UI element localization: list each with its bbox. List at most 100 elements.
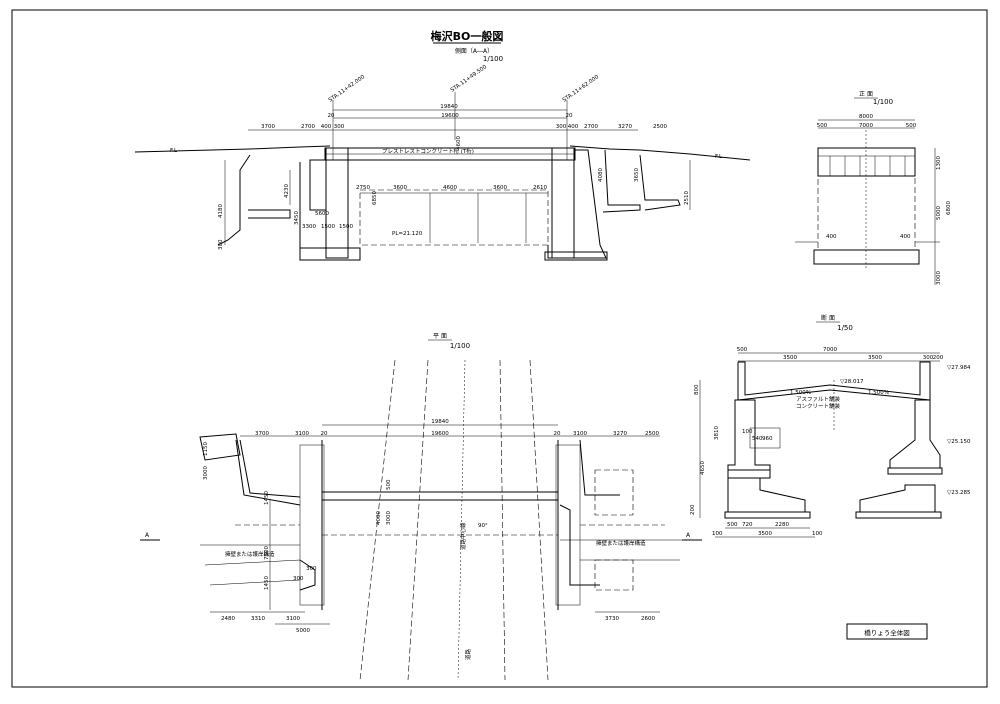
elev-label: ▽28.017	[840, 379, 864, 385]
elev-label: ▽25.150	[947, 439, 971, 445]
station-label: STA.11+42.000	[328, 74, 367, 104]
section-mark-left: A	[145, 532, 150, 539]
ground-line-right	[569, 145, 751, 161]
right-abutment	[551, 147, 575, 259]
culvert-box	[359, 189, 549, 246]
dim-label: 2500	[653, 124, 667, 130]
dim-label: 1150	[203, 442, 209, 456]
station-label: STA.11+62.000	[562, 74, 601, 104]
pavement-label: コンクリート舗装	[796, 402, 841, 410]
dim-label: 1450	[264, 491, 270, 505]
front-footing	[813, 249, 920, 265]
dim-label: 5000	[296, 628, 310, 634]
station-markers: STA.11+42.000 STA.11+49.500 STA.11+62.00…	[328, 64, 601, 160]
dim-label: 4650	[700, 461, 706, 475]
dim-label: 20	[321, 431, 328, 437]
plan-view-scale: 1/100	[450, 342, 470, 350]
dim-label: 2500	[645, 431, 659, 437]
sheet-border	[11, 9, 988, 688]
dim-label: 3000	[936, 271, 942, 285]
station-label: STA.11+49.500	[450, 64, 489, 94]
pl-label: PL=21.120	[392, 231, 423, 237]
dim-label: 3700	[261, 124, 275, 130]
dim-label: 300	[556, 124, 567, 130]
fl-right: F.L	[715, 154, 723, 160]
section-view-title: 断 面	[821, 314, 835, 322]
right-approach	[602, 149, 641, 213]
section-slab	[737, 361, 931, 401]
fl-left: F.L	[170, 148, 178, 154]
dim-label: 3810	[714, 426, 720, 440]
dim-label: 300	[306, 566, 317, 572]
dim-label: 3000	[386, 511, 392, 525]
dim-label: 4600	[443, 185, 457, 191]
dim-label: 1300	[936, 156, 942, 170]
front-view: 正 面 1/100 8000 500 7000 500 400 400 1300…	[795, 91, 952, 285]
side-view-scale: 1/100	[483, 55, 503, 63]
dim-label: 300	[293, 576, 304, 582]
plan-view: 平 面 1/100 道路中心線 道路 90° 19840 3700 3100 2…	[140, 333, 702, 681]
front-deck	[817, 147, 916, 177]
dim-label: 540	[752, 436, 763, 442]
dim-label: 20	[566, 113, 573, 119]
dim-label: 3500	[868, 355, 882, 361]
dim-label: 500	[727, 522, 738, 528]
dim-label: 500	[386, 479, 392, 490]
dim-label: 960	[762, 436, 773, 442]
dim-label: 500	[737, 347, 748, 353]
dim-label: 2480	[221, 616, 235, 622]
front-view-title: 正 面	[859, 91, 873, 98]
dim-label: 3730	[605, 616, 619, 622]
section-left-footing	[727, 477, 806, 513]
dim-label: 7000	[823, 347, 837, 353]
dim-label: 2510	[684, 191, 690, 205]
side-view: 側面（A―A） 1/100 STA.11+42.000 STA.11+49.50…	[134, 47, 751, 261]
dim-label: 2700	[584, 124, 598, 130]
section-mark-right: A	[686, 532, 691, 539]
dim-label: 20	[328, 113, 335, 119]
left-approach	[217, 154, 251, 246]
road-lane	[529, 359, 549, 681]
dim-label: 500	[906, 123, 917, 129]
dim-label: 4600	[456, 136, 462, 150]
slope-right: 1.500%	[868, 390, 889, 396]
dim-label: 1450	[264, 576, 270, 590]
road-lane	[499, 359, 506, 681]
section-view: 断 面 1/50 500 7000 3500 3500 300 200 1.50…	[690, 314, 971, 538]
pavement-label: アスファルト舗装	[796, 395, 841, 403]
dim-label: 19600	[441, 113, 459, 119]
side-view-title: 側面（A―A）	[455, 47, 493, 55]
dim-label: 400	[826, 234, 837, 240]
dim-label: 20	[554, 431, 561, 437]
dim-label: 800	[694, 384, 700, 395]
dim-label: 3000	[203, 466, 209, 480]
dim-label: 4080	[598, 168, 604, 182]
dim-label: 2280	[775, 522, 789, 528]
dim-label: 19840	[440, 104, 458, 110]
section-left-wall	[727, 399, 771, 471]
legend-box-label: 橋りょう全体図	[864, 628, 910, 637]
dim-label: 7000	[859, 123, 873, 129]
road-center-label: 道路	[464, 648, 472, 660]
dim-label: 300	[218, 239, 224, 250]
section-right-wall	[889, 399, 941, 469]
legend-box	[846, 623, 928, 640]
dim-label: 3100	[286, 616, 300, 622]
dim-label: 300	[923, 355, 934, 361]
dim-label: 3300	[302, 224, 316, 230]
dim-label: 1500	[339, 224, 353, 230]
dim-label: 720	[742, 522, 753, 528]
dim-label: 3270	[618, 124, 632, 130]
dim-label: 4230	[284, 184, 290, 198]
dim-label: 4180	[218, 204, 224, 218]
dim-label: 2600	[641, 616, 655, 622]
dim-label: 3270	[613, 431, 627, 437]
dim-label: 3600	[393, 185, 407, 191]
dim-label: 2610	[533, 185, 547, 191]
dim-label: 5000	[936, 206, 942, 220]
dim-label: 1500	[321, 224, 335, 230]
wing-right-label: 擁壁または護岸構造	[596, 539, 646, 547]
right-wing-plan	[579, 439, 620, 496]
dim-label: 3600	[493, 185, 507, 191]
dim-label: 3500	[783, 355, 797, 361]
